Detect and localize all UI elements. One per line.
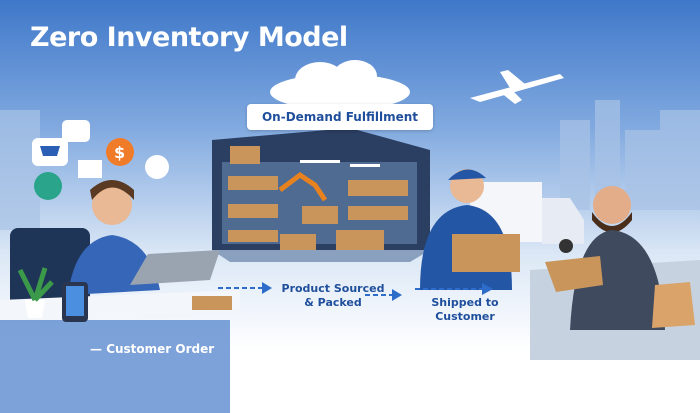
flow-arrows bbox=[218, 282, 493, 301]
fulfillment-banner: On-Demand Fulfillment bbox=[247, 104, 433, 130]
envelope-icon bbox=[78, 160, 102, 178]
speech-bubble-icon bbox=[145, 155, 169, 179]
chat-bubble-icon bbox=[34, 172, 62, 200]
warehouse-shelves bbox=[228, 146, 408, 252]
step-order-label: Customer Order bbox=[106, 342, 215, 356]
step-sourced-line1: Product Sourced bbox=[281, 282, 385, 295]
step-shipped-line2: Customer bbox=[435, 310, 495, 323]
robot-arm bbox=[278, 171, 328, 202]
dollar-icon bbox=[106, 138, 134, 166]
warehouse bbox=[212, 128, 430, 262]
step-order: — Customer Order bbox=[90, 342, 215, 356]
svg-text:$: $ bbox=[114, 143, 125, 162]
cloud bbox=[270, 60, 410, 110]
customer-desk bbox=[0, 180, 240, 413]
shopping-bag bbox=[652, 282, 695, 328]
step-sourced: Product Sourced & Packed bbox=[278, 282, 388, 310]
step-shipped-line1: Shipped to bbox=[431, 296, 499, 309]
customer-on-couch bbox=[530, 186, 700, 360]
message-icon bbox=[62, 120, 90, 142]
city-skyline bbox=[0, 100, 700, 230]
chat-icons: $ bbox=[32, 120, 169, 200]
airplane-icon bbox=[470, 70, 564, 104]
step-sourced-line2: & Packed bbox=[304, 296, 362, 309]
page-title: Zero Inventory Model bbox=[30, 22, 348, 53]
delivery-man bbox=[420, 169, 520, 290]
step-shipped: Shipped to Customer bbox=[420, 296, 510, 324]
